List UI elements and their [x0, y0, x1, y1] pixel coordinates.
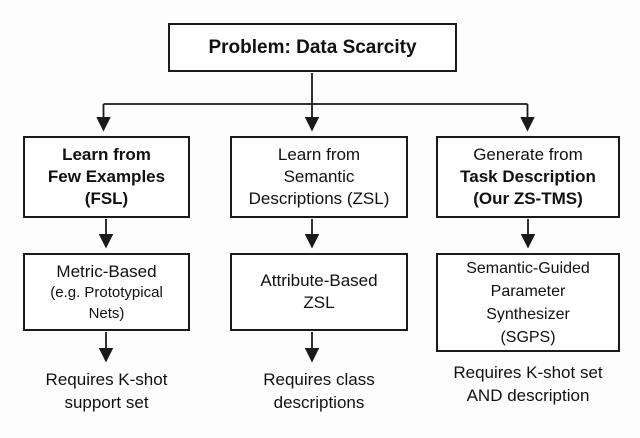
problem-box: Problem: Data Scarcity — [168, 23, 457, 72]
box-line: Semantic — [283, 167, 355, 186]
note-line: support set — [64, 393, 149, 412]
fsl-approach-box: Learn from Few Examples (FSL) — [23, 136, 190, 218]
box-line: Task Description — [460, 167, 596, 186]
box-line: Attribute-Based — [260, 271, 378, 290]
fsl-requirement-note: Requires K-shot support set — [23, 368, 190, 414]
note-line: Requires class — [263, 370, 375, 389]
note-line: AND description — [466, 386, 590, 405]
box-line: Synthesizer — [486, 305, 570, 323]
note-line: Requires K-shot — [45, 370, 168, 389]
box-line: Metric-Based — [56, 261, 157, 281]
note-line: Requires K-shot set — [453, 363, 603, 382]
box-line: (e.g. Prototypical — [50, 283, 163, 301]
zstms-requirement-note: Requires K-shot set AND description — [436, 361, 620, 407]
box-line: Learn from — [277, 145, 361, 164]
box-line: Nets) — [88, 304, 125, 322]
metric-based-box: Metric-Based (e.g. Prototypical Nets) — [23, 253, 190, 331]
sgps-box: Semantic-Guided Parameter Synthesizer (S… — [436, 253, 620, 352]
box-line: Learn from — [62, 145, 151, 164]
box-line: Semantic-Guided — [466, 259, 590, 277]
zsl-approach-box: Learn from Semantic Descriptions (ZSL) — [230, 136, 408, 218]
attribute-zsl-box: Attribute-Based ZSL — [230, 253, 408, 331]
box-line: (Our ZS-TMS) — [473, 189, 583, 208]
box-line: Descriptions (ZSL) — [248, 189, 390, 208]
box-line: Few Examples — [47, 167, 166, 186]
zstms-approach-box: Generate from Task Description (Our ZS-T… — [436, 136, 620, 218]
problem-title: Problem: Data Scarcity — [208, 36, 417, 58]
box-line: (FSL) — [84, 189, 129, 208]
box-line: Parameter — [490, 282, 566, 300]
box-line: Generate from — [473, 145, 583, 164]
zsl-requirement-note: Requires class descriptions — [230, 368, 408, 414]
box-line: ZSL — [303, 293, 335, 312]
note-line: descriptions — [273, 393, 365, 412]
box-line: (SGPS) — [500, 328, 556, 346]
